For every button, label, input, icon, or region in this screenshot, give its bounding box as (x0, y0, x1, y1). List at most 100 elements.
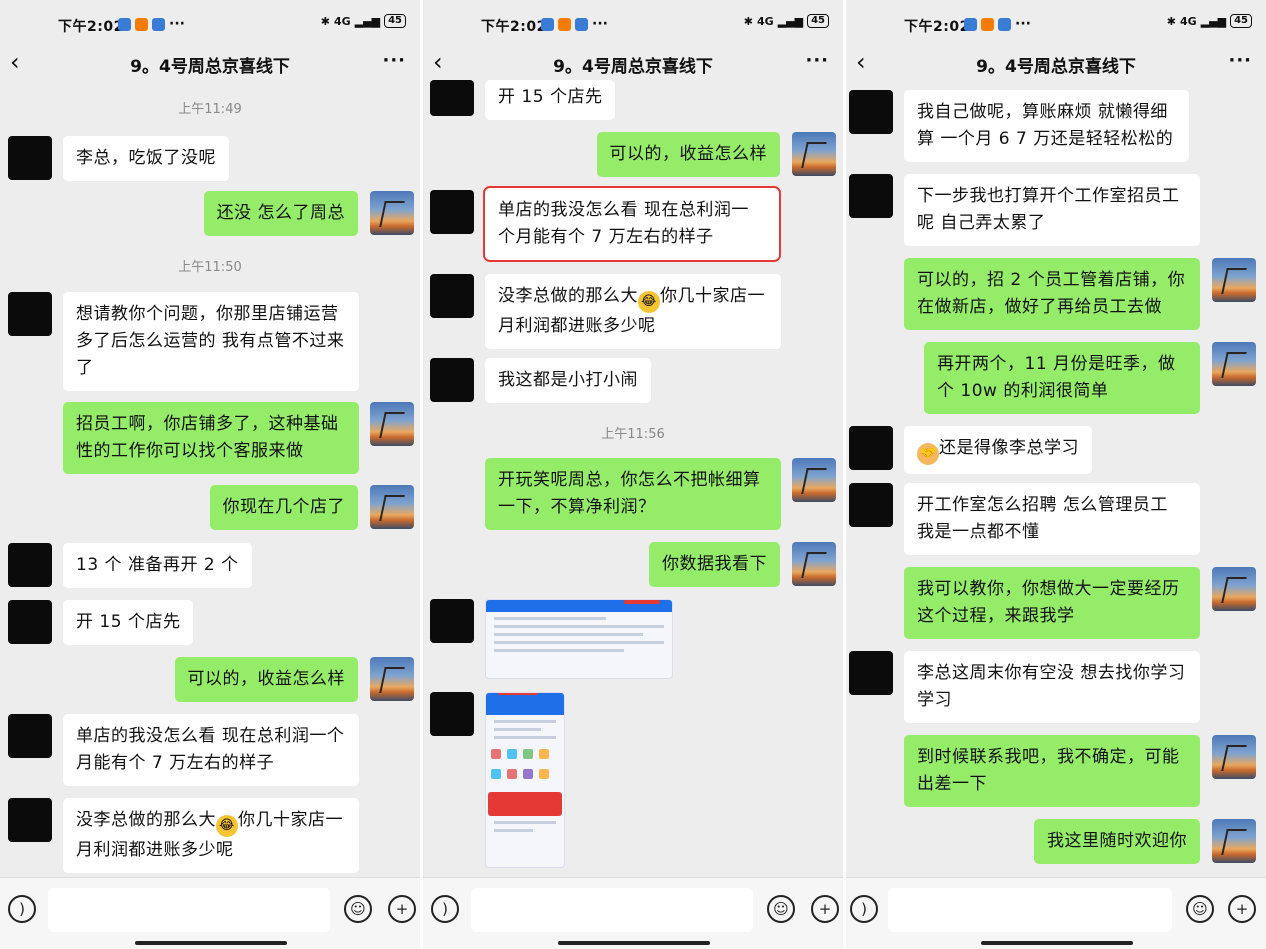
message-text: 你几十家店一月利润都进账多少呢 (498, 286, 765, 336)
voice-icon[interactable]: ) (431, 895, 459, 923)
message-text: 还是得像李总学习 (939, 438, 1079, 458)
status-right: ✱4G▂▄▆45 (744, 14, 829, 28)
message-in: 想请教你个问题，你那里店铺运营多了后怎么运营的 我有点管不过来了 (63, 292, 359, 391)
message-out: 我这里随时欢迎你 (1034, 819, 1200, 864)
avatar[interactable] (430, 274, 474, 318)
message-in: 🤝还是得像李总学习 (904, 426, 1092, 474)
chevron-left-icon[interactable]: ‹ (856, 48, 866, 76)
voice-icon[interactable]: ) (8, 895, 36, 923)
avatar[interactable] (8, 798, 52, 842)
message-in: 没李总做的那么大😂你几十家店一月利润都进账多少呢 (485, 274, 781, 349)
avatar[interactable] (370, 191, 414, 235)
avatar[interactable] (8, 543, 52, 587)
message-in: 下一步我也打算开个工作室招员工呢 自己弄太累了 (904, 174, 1200, 246)
message-list[interactable]: 我自己做呢，算账麻烦 就懒得细算 一个月 6 7 万还是轻轻松松的 下一步我也打… (846, 80, 1266, 877)
message-list[interactable]: 开 15 个店先 可以的，收益怎么样 单店的我没怎么看 现在总利润一个月能有个 … (423, 80, 843, 877)
status-time: 下午2:02 (58, 19, 124, 35)
emoji-icon[interactable]: ☺ (767, 895, 795, 923)
message-input[interactable] (48, 888, 330, 932)
avatar[interactable] (8, 714, 52, 758)
chat-panel-3: 下午2:02 ··· ✱4G▂▄▆45 ‹ 9。4号周总京喜线下 ··· 我自己… (846, 0, 1266, 949)
avatar[interactable] (1212, 258, 1256, 302)
avatar[interactable] (1212, 819, 1256, 863)
avatar[interactable] (430, 358, 474, 402)
message-in: 开 15 个店先 (485, 80, 616, 120)
bluetooth-icon: ✱ (743, 14, 753, 28)
avatar[interactable] (8, 600, 52, 644)
plus-icon[interactable]: + (388, 895, 416, 923)
crying-laughing-emoji-icon: 😂 (638, 291, 660, 313)
input-bar: ) ☺ + (846, 877, 1266, 949)
chat-header: ‹ 9。4号周总京喜线下 ··· (0, 48, 420, 78)
avatar[interactable] (370, 485, 414, 529)
avatar[interactable] (1212, 735, 1256, 779)
timestamp: 上午11:50 (178, 260, 242, 275)
message-in: 我自己做呢，算账麻烦 就懒得细算 一个月 6 7 万还是轻轻松松的 (904, 90, 1189, 162)
status-right: ✱4G▂▄▆45 (1167, 14, 1252, 28)
home-indicator (558, 941, 710, 945)
more-icon[interactable]: ··· (1228, 50, 1252, 71)
message-in: 李总，吃饭了没呢 (63, 136, 229, 181)
avatar[interactable] (849, 651, 893, 695)
message-out: 可以的，招 2 个员工管着店铺，你在做新店，做好了再给员工去做 (904, 258, 1200, 330)
avatar[interactable] (792, 458, 836, 502)
home-indicator (135, 941, 287, 945)
chat-panel-1: 下午2:02 ··· ✱4G▂▄▆45 ‹ 9。4号周总京喜线下 ··· 上午1… (0, 0, 420, 949)
notification-icons: ··· (118, 16, 185, 32)
message-input[interactable] (888, 888, 1172, 932)
message-list[interactable]: 上午11:49 李总，吃饭了没呢 还没 怎么了周总 上午11:50 想请教你个问… (0, 80, 420, 877)
crying-laughing-emoji-icon: 😂 (216, 815, 238, 837)
avatar[interactable] (849, 90, 893, 134)
voice-icon[interactable]: ) (850, 895, 878, 923)
battery-icon: 45 (807, 14, 829, 28)
avatar[interactable] (792, 132, 836, 176)
chat-title: 9。4号周总京喜线下 (976, 57, 1136, 77)
avatar[interactable] (849, 174, 893, 218)
network-label: 4G (1180, 14, 1197, 28)
message-input[interactable] (471, 888, 753, 932)
battery-icon: 45 (1230, 14, 1252, 28)
more-icon[interactable]: ··· (382, 50, 406, 71)
avatar[interactable] (370, 402, 414, 446)
plus-icon[interactable]: + (1228, 895, 1256, 923)
message-out: 还没 怎么了周总 (203, 191, 358, 236)
message-in: 13 个 准备再开 2 个 (63, 543, 252, 588)
more-icon[interactable]: ··· (805, 50, 829, 71)
avatar[interactable] (1212, 567, 1256, 611)
avatar[interactable] (8, 292, 52, 336)
avatar[interactable] (8, 136, 52, 180)
network-label: 4G (334, 14, 351, 28)
message-text: 没李总做的那么大 (76, 810, 216, 830)
message-out: 招员工啊，你店铺多了，这种基础性的工作你可以找个客服来做 (63, 402, 359, 474)
avatar[interactable] (849, 426, 893, 470)
screenshot-image-mobile-app[interactable] (485, 692, 565, 868)
avatar[interactable] (849, 483, 893, 527)
plus-icon[interactable]: + (811, 895, 839, 923)
chat-header: ‹ 9。4号周总京喜线下 ··· (423, 48, 843, 78)
avatar[interactable] (1212, 342, 1256, 386)
message-out: 再开两个，11 月份是旺季，做个 10w 的利润很简单 (924, 342, 1200, 414)
chevron-left-icon[interactable]: ‹ (10, 48, 20, 76)
signal-icon: ▂▄▆ (777, 14, 804, 28)
message-out: 可以的，收益怎么样 (174, 657, 358, 702)
avatar[interactable] (430, 599, 474, 643)
chat-title: 9。4号周总京喜线下 (130, 57, 290, 77)
emoji-icon[interactable]: ☺ (344, 895, 372, 923)
bluetooth-icon: ✱ (320, 14, 330, 28)
avatar[interactable] (430, 190, 474, 234)
message-in: 开 15 个店先 (63, 600, 194, 645)
message-text: 你几十家店一月利润都进账多少呢 (76, 810, 343, 860)
screenshot-image-dashboard[interactable] (485, 599, 673, 679)
bluetooth-icon: ✱ (1166, 14, 1176, 28)
avatar[interactable] (370, 657, 414, 701)
message-in: 我这都是小打小闹 (485, 358, 651, 403)
emoji-icon[interactable]: ☺ (1186, 895, 1214, 923)
message-in: 没李总做的那么大😂你几十家店一月利润都进账多少呢 (63, 798, 359, 873)
message-in: 李总这周末你有空没 想去找你学习学习 (904, 651, 1200, 723)
chevron-left-icon[interactable]: ‹ (433, 48, 443, 76)
avatar[interactable] (792, 542, 836, 586)
avatar[interactable] (430, 80, 474, 116)
avatar[interactable] (430, 692, 474, 736)
message-in-highlighted: 单店的我没怎么看 现在总利润一个月能有个 7 万左右的样子 (483, 186, 781, 262)
